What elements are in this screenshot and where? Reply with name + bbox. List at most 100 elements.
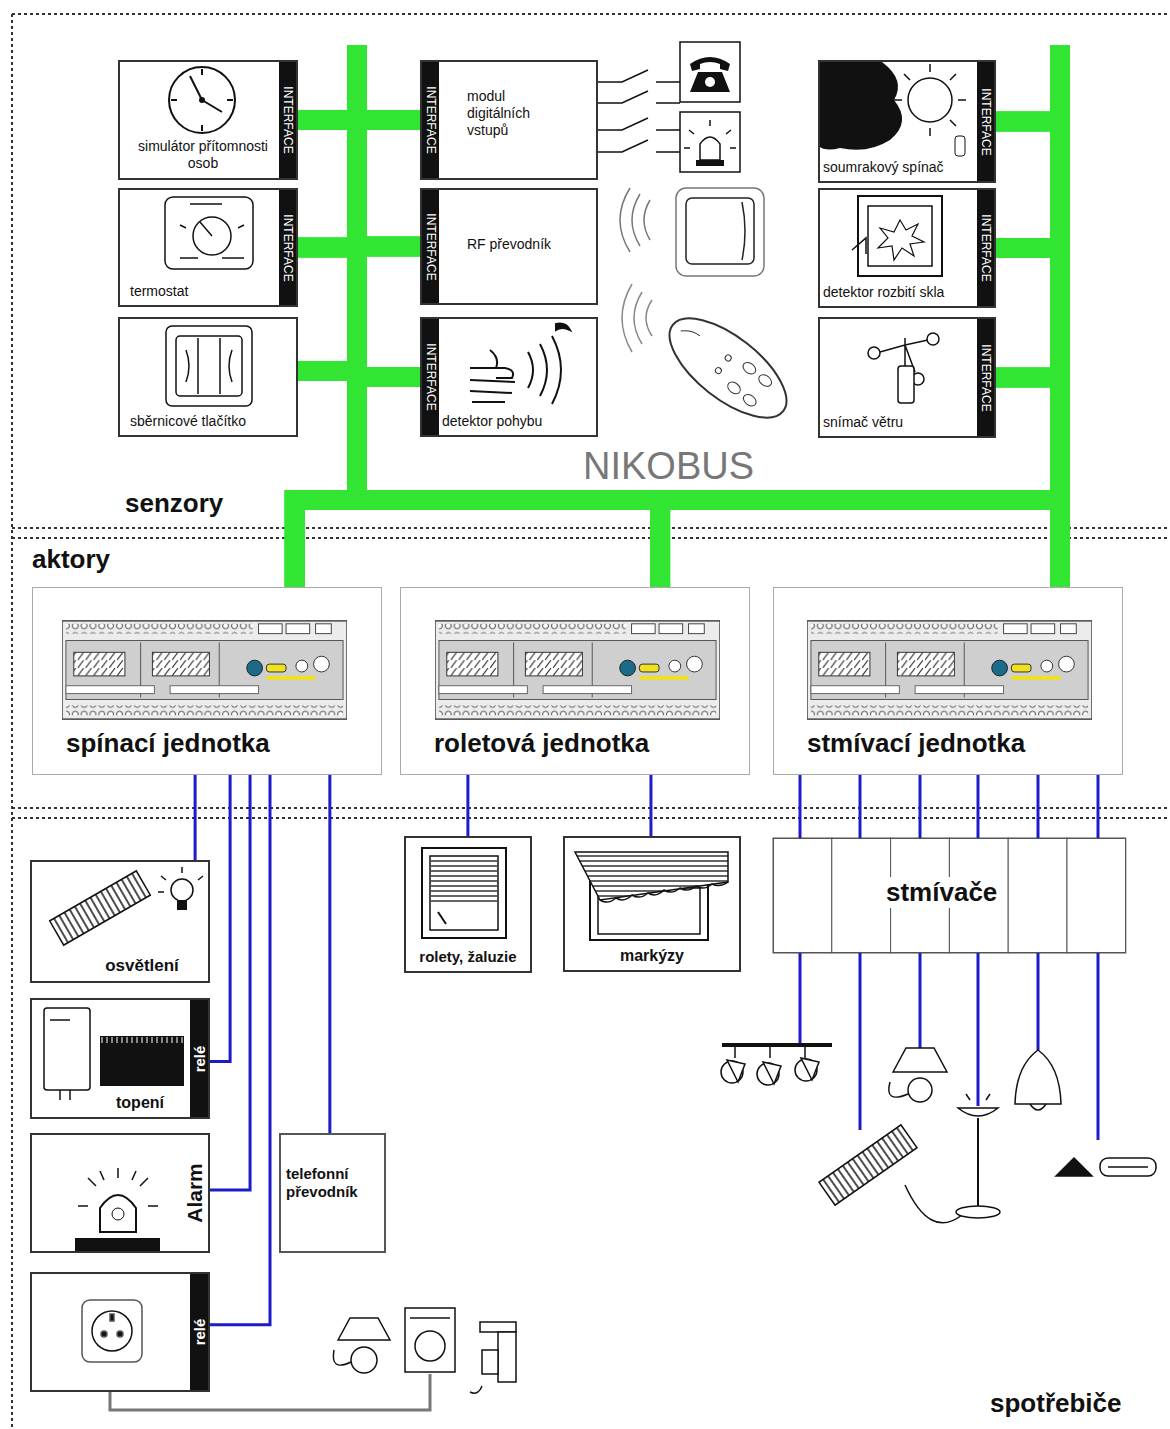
consumer-box: relé: [30, 1272, 210, 1392]
node-label: osvětlení: [90, 956, 194, 976]
node-label: stmívače: [880, 877, 1003, 908]
glass-break-icon: [878, 220, 924, 260]
actor-unit: spínací jednotka: [32, 587, 382, 775]
motion-icon: [470, 324, 570, 404]
bus-button-icon: [186, 338, 232, 394]
strip-label: INTERFACE: [425, 343, 437, 410]
side-strip: INTERFACE: [977, 62, 994, 181]
sensor-box: simulátor přítomnosti osobINTERFACE: [118, 60, 298, 180]
lighting-icon: [158, 867, 203, 892]
dimmer-cells: [773, 838, 832, 953]
strip-label: relé: [192, 1045, 207, 1072]
bus-line: [357, 247, 1060, 588]
bus-line: [357, 377, 1060, 587]
lamps-icon: [1056, 1158, 1092, 1176]
node-label: termostat: [130, 283, 270, 300]
control-wire: [210, 775, 270, 1325]
actor-unit: stmívací jednotka: [773, 587, 1123, 775]
appliances-icon: [480, 1322, 516, 1332]
motion-icon: [528, 336, 561, 404]
sensor-box: detektor pohybu INTERFACE: [420, 317, 598, 437]
socket-icon: [92, 1311, 132, 1351]
appliances-icon: [110, 1374, 430, 1410]
side-strip: INTERFACE: [279, 62, 296, 178]
node-label: roletová jednotka: [434, 728, 744, 759]
sensor-box: sběrnicové tlačítko: [118, 317, 298, 437]
wall-remote-icon: [676, 188, 764, 276]
bus-line: [298, 371, 1060, 587]
control-wire: [649, 775, 652, 836]
blinds-icon: [430, 856, 498, 930]
thermostat-icon: [180, 204, 244, 258]
lamps-icon: [721, 1045, 1156, 1223]
bus-line: [996, 378, 1060, 588]
handheld-remote-icon: [654, 300, 802, 435]
handheld-remote-icon: [654, 300, 802, 435]
dimmer-unit-device: [807, 621, 1092, 719]
motion-icon: [556, 324, 570, 330]
dimmer-group: stmívače: [773, 838, 1126, 953]
wall-remote-icon: [742, 202, 745, 260]
socket-icon: [101, 1331, 107, 1337]
handheld-remote-icon: [757, 372, 774, 388]
motion-icon: [470, 350, 515, 402]
strip-label: INTERFACE: [980, 214, 992, 281]
bus-line: [295, 122, 1060, 588]
lamps-icon: [735, 1045, 805, 1058]
region-border: [12, 14, 1170, 1429]
lamps-icon: [1108, 1166, 1148, 1168]
strip-label: INTERFACE: [425, 86, 437, 153]
control-wire: [919, 775, 922, 838]
node-label: sběrnicové tlačítko: [130, 413, 295, 430]
node-label: detektor pohybu: [442, 413, 592, 430]
clock-icon: [200, 98, 204, 102]
dimmer-cells: [1008, 838, 1067, 953]
clock-icon: [171, 69, 233, 131]
consumer-box: osvětlení: [30, 860, 210, 983]
node-label: spínací jednotka: [66, 728, 376, 759]
consumer-box: topení relé: [30, 998, 210, 1119]
glass-break-icon: [868, 206, 932, 266]
appliances-icon: [338, 1318, 390, 1340]
control-wire: [859, 775, 862, 838]
node-label: spotřebiče: [990, 1388, 1122, 1419]
dimmer-cells: [1067, 838, 1126, 953]
control-wire: [210, 775, 250, 1190]
appliances-icon: [498, 1332, 516, 1382]
strip-label: relé: [192, 1319, 207, 1346]
wind-sensor-icon: [868, 347, 880, 359]
strip-label: INTERFACE: [980, 88, 992, 155]
handheld-remote-icon: [681, 325, 700, 342]
heating-icon: [100, 1036, 184, 1086]
node-label: snímač větru: [823, 414, 973, 431]
bus-line: [996, 122, 1060, 588]
appliances-icon: [470, 1386, 482, 1393]
side-strip: INTERFACE: [279, 190, 296, 305]
twilight-icon: [894, 64, 966, 136]
sensor-box: modul digitálních vstupůINTERFACE: [420, 60, 598, 180]
bus-name: NIKOBUS: [583, 444, 754, 490]
handheld-remote-icon: [714, 366, 722, 374]
awning-icon: [575, 852, 728, 940]
node-label: rolety, žaluzie: [407, 948, 529, 966]
switch-unit-device: [62, 621, 347, 719]
telephone-icon: [690, 72, 730, 92]
node-label: senzory: [125, 488, 223, 519]
strip-label: INTERFACE: [282, 86, 294, 153]
node-label: simulátor přítomnosti osob: [124, 138, 282, 172]
lighting-icon: [171, 879, 193, 901]
node-label: topení: [94, 1093, 186, 1112]
control-wire: [194, 775, 197, 860]
lamps-icon: [1030, 1104, 1046, 1110]
strip-label: Alarm: [184, 1163, 205, 1223]
node-label: detektor rozbití skla: [823, 284, 979, 301]
side-strip: Alarm: [180, 1135, 208, 1251]
control-wire: [466, 775, 469, 836]
wall-remote-icon: [620, 188, 650, 252]
appliances-icon: [482, 1350, 498, 1374]
control-wire: [210, 775, 230, 1062]
heating-icon: [44, 1008, 184, 1100]
bus-line: [298, 248, 1060, 588]
appliances-icon: [110, 1308, 516, 1410]
